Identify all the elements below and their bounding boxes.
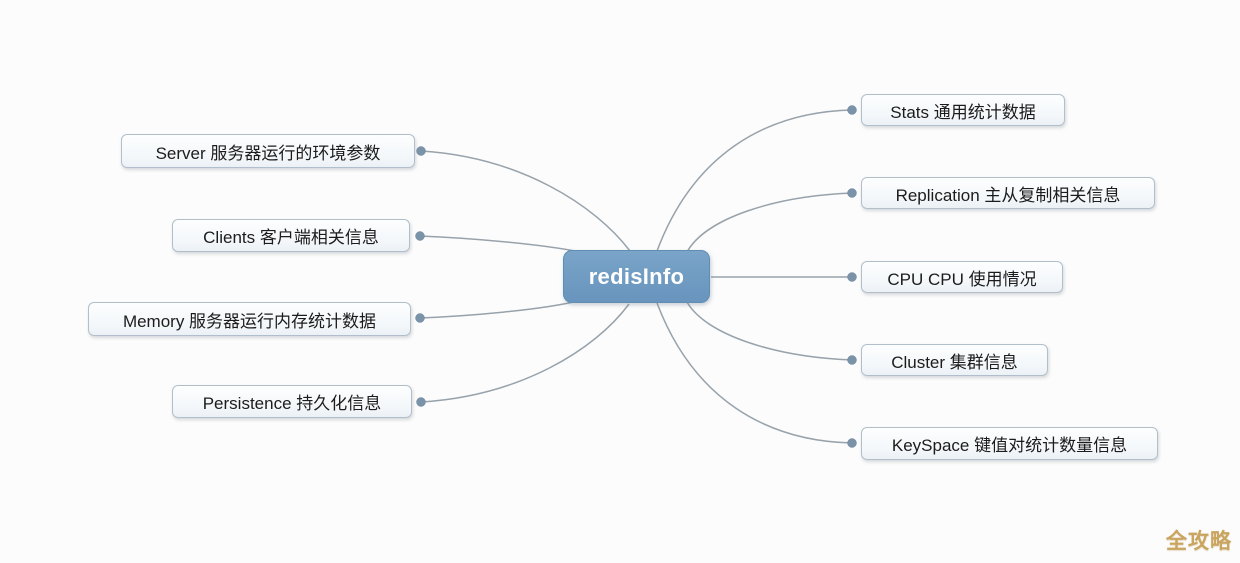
node-cluster-label: Cluster 集群信息	[891, 352, 1018, 372]
node-memory-label: Memory 服务器运行内存统计数据	[122, 311, 377, 331]
edge-cluster	[686, 301, 853, 361]
connector-dot-cluster	[847, 355, 857, 365]
node-clients[interactable]: Clients 客户端相关信息	[172, 219, 410, 252]
edge-replication	[686, 192, 853, 253]
node-persistence[interactable]: Persistence 持久化信息	[172, 385, 412, 418]
connector-dot-server	[416, 146, 426, 156]
node-cpu[interactable]: CPU CPU 使用情况	[861, 261, 1063, 293]
edge-server	[420, 150, 631, 252]
node-stats-label: Stats 通用统计数据	[890, 102, 1036, 122]
node-keyspace[interactable]: KeySpace 键值对统计数量信息	[861, 427, 1158, 460]
watermark-text: 全攻略	[1166, 530, 1232, 553]
connector-dot-clients	[415, 231, 425, 241]
node-cluster[interactable]: Cluster 集群信息	[861, 344, 1048, 376]
connector-dot-stats	[847, 105, 857, 115]
edge-persistence	[420, 303, 630, 403]
node-redisinfo-label: redisInfo	[588, 263, 685, 289]
node-replication-label: Replication 主从复制相关信息	[895, 185, 1121, 205]
node-persistence-label: Persistence 持久化信息	[202, 394, 382, 413]
connector-dot-persistence	[416, 397, 426, 407]
connector-dot-cpu	[847, 272, 857, 282]
node-cpu-label: CPU CPU 使用情况	[887, 269, 1037, 289]
node-clients-label: Clients 客户端相关信息	[203, 228, 379, 247]
node-replication[interactable]: Replication 主从复制相关信息	[861, 177, 1155, 209]
edge-keyspace	[656, 302, 853, 444]
connector-dot-keyspace	[847, 438, 857, 448]
node-keyspace-label: KeySpace 键值对统计数量信息	[891, 436, 1128, 455]
node-memory[interactable]: Memory 服务器运行内存统计数据	[88, 302, 411, 336]
connector-dot-replication	[847, 188, 857, 198]
node-server-label: Server 服务器运行的环境参数	[155, 143, 381, 163]
edge-clients	[419, 235, 581, 253]
edge-memory	[419, 300, 579, 319]
connector-dot-memory	[415, 313, 425, 323]
node-redisinfo[interactable]: redisInfo	[563, 250, 710, 303]
edge-stats	[656, 109, 853, 252]
node-stats[interactable]: Stats 通用统计数据	[861, 94, 1065, 126]
node-server[interactable]: Server 服务器运行的环境参数	[121, 134, 415, 168]
